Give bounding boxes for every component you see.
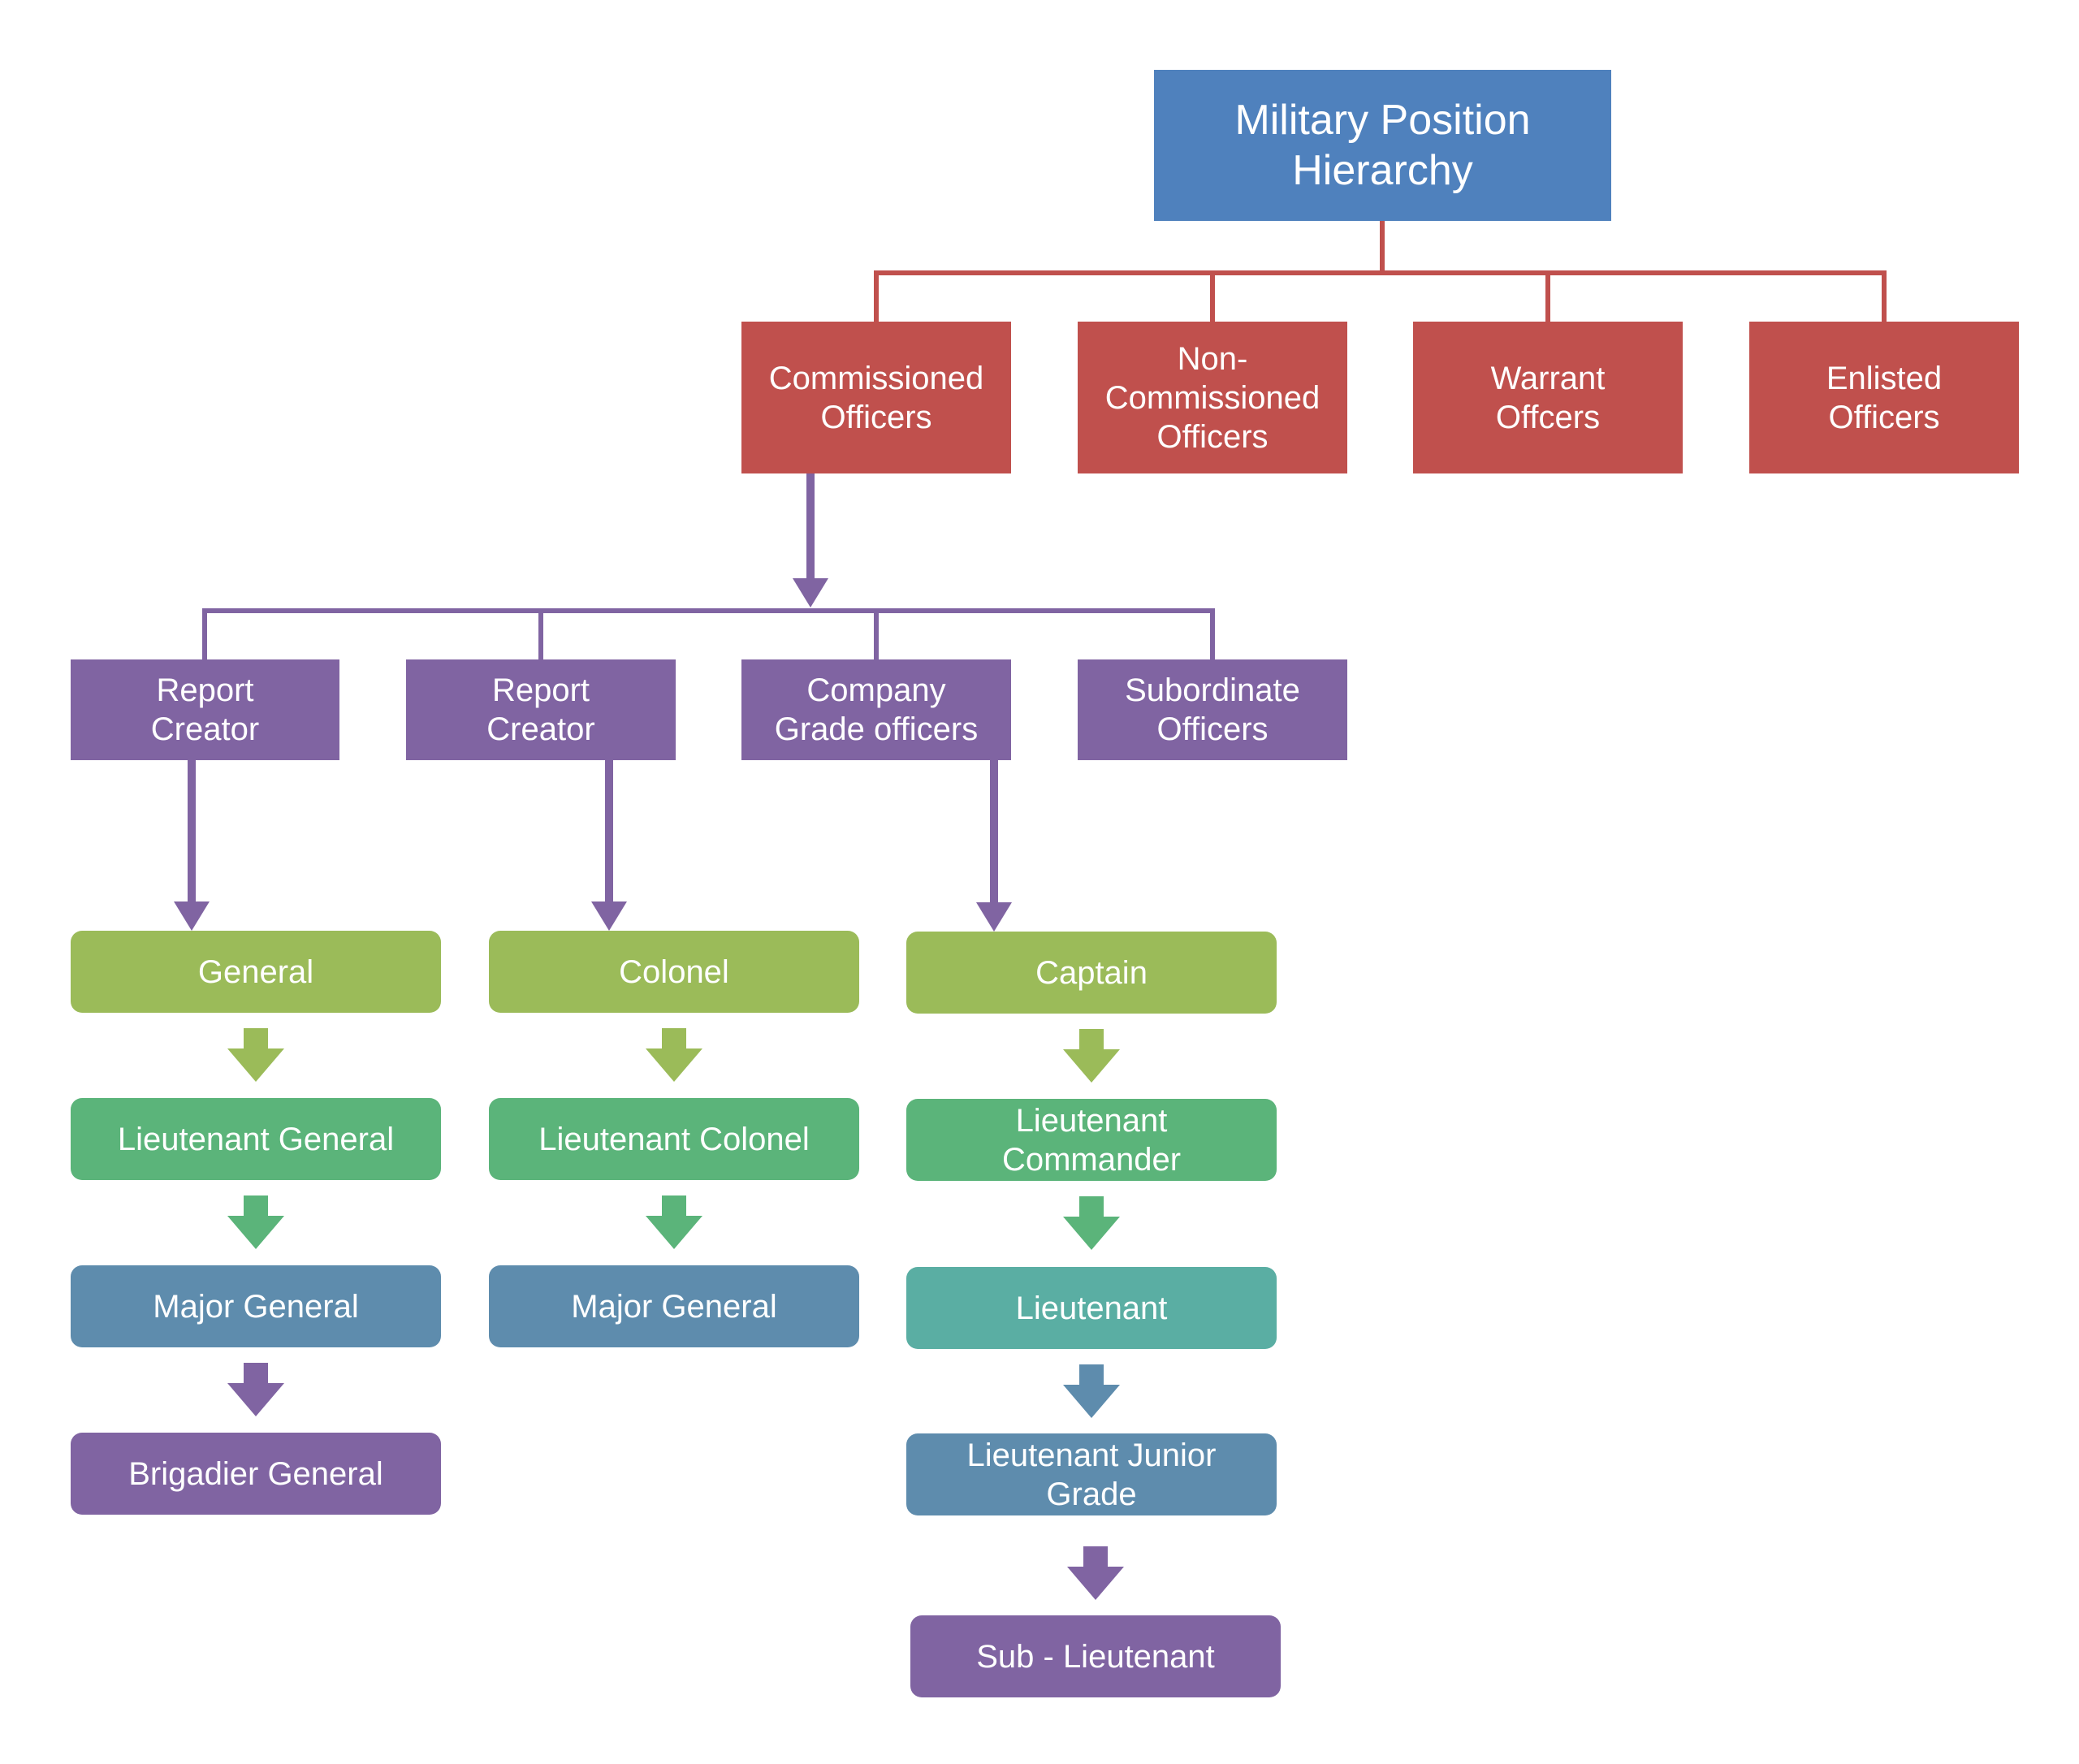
rank-lieutenant-colonel: Lieutenant Colonel xyxy=(489,1098,859,1180)
colonel-column-step-arrows xyxy=(646,1028,702,1249)
category-non-commissioned-officers: Non- Commissioned Officers xyxy=(1078,322,1347,473)
hierarchy-root-box: Military Position Hierarchy xyxy=(1154,70,1611,221)
rank-general: General xyxy=(71,931,441,1013)
rank-major-general: Major General xyxy=(489,1265,859,1347)
category-label: Enlisted Officers xyxy=(1826,360,1943,435)
category-commissioned-officers: Commissioned Officers xyxy=(741,322,1011,473)
rank-label: Major General xyxy=(571,1288,777,1325)
step-arrow-icon xyxy=(227,1195,284,1249)
rank-label: Sub - Lieutenant xyxy=(976,1638,1215,1675)
rank-label: Lieutenant General xyxy=(117,1121,395,1157)
step-arrow-icon xyxy=(646,1195,702,1249)
step-arrow-icon xyxy=(646,1028,702,1082)
rank-brigadier-general: Brigadier General xyxy=(71,1433,441,1515)
step-arrow-icon xyxy=(227,1028,284,1082)
rank-label: Lieutenant Junior Grade xyxy=(966,1437,1217,1512)
subcategory-label: Report Creator xyxy=(150,672,260,747)
captain-column-step-arrows xyxy=(1063,1029,1124,1600)
rank-sub-lieutenant: Sub - Lieutenant xyxy=(910,1615,1281,1697)
hierarchy-title: Military Position Hierarchy xyxy=(1234,96,1531,194)
report2-to-colonel-arrow xyxy=(591,760,627,931)
step-arrow-icon xyxy=(1063,1029,1120,1083)
rank-lieutenant-general: Lieutenant General xyxy=(71,1098,441,1180)
rank-label: Lieutenant xyxy=(1015,1290,1168,1326)
step-arrow-icon xyxy=(227,1363,284,1416)
rank-label: General xyxy=(197,953,314,990)
category-label: Non- Commissioned Officers xyxy=(1104,340,1320,455)
general-column-step-arrows xyxy=(227,1028,284,1416)
category-label: Warrant Offcers xyxy=(1490,360,1606,435)
rank-label: Major General xyxy=(153,1288,359,1325)
step-arrow-icon xyxy=(1063,1196,1120,1250)
category-warrant-officers: Warrant Offcers xyxy=(1413,322,1683,473)
subcategory-company-grade-officers: Company Grade officers xyxy=(741,659,1011,760)
step-arrow-icon xyxy=(1067,1546,1124,1600)
rank-captain: Captain xyxy=(906,932,1277,1014)
rank-label: Brigadier General xyxy=(128,1455,383,1492)
rank-label: Lieutenant Colonel xyxy=(538,1121,810,1157)
rank-label: Lieutenant Commander xyxy=(1001,1102,1182,1178)
root-to-categories-connector xyxy=(874,221,1887,322)
rank-major-general: Major General xyxy=(71,1265,441,1347)
rank-lieutenant: Lieutenant xyxy=(906,1267,1277,1349)
rank-lieutenant-commander: Lieutenant Commander xyxy=(906,1099,1277,1181)
subcategory-label: Report Creator xyxy=(486,672,595,747)
subcategory-label: Company Grade officers xyxy=(774,672,979,747)
company-to-captain-arrow xyxy=(976,760,1012,932)
rank-label: Captain xyxy=(1035,954,1148,991)
subcategory-report-creator-1: Report Creator xyxy=(71,659,339,760)
subcategory-report-creator-2: Report Creator xyxy=(406,659,676,760)
rank-lieutenant-junior-grade: Lieutenant Junior Grade xyxy=(906,1433,1277,1515)
subcategory-label: Subordinate Officers xyxy=(1125,672,1300,747)
category-enlisted-officers: Enlisted Officers xyxy=(1749,322,2019,473)
rank-colonel: Colonel xyxy=(489,931,859,1013)
category-label: Commissioned Officers xyxy=(768,360,984,435)
commissioned-to-subcategories-connector xyxy=(202,473,1215,659)
subcategory-subordinate-officers: Subordinate Officers xyxy=(1078,659,1347,760)
report1-to-general-arrow xyxy=(174,760,210,931)
step-arrow-icon xyxy=(1063,1364,1120,1418)
rank-label: Colonel xyxy=(619,953,729,990)
